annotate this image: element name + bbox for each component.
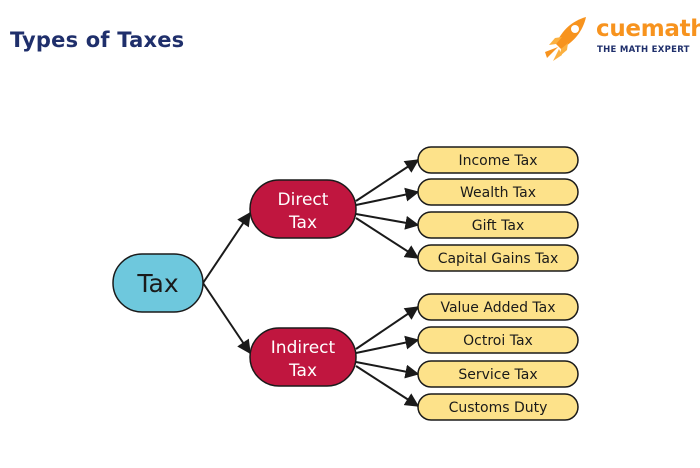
leaf-node-service-tax: Service Tax bbox=[417, 360, 579, 388]
branch-node-label-line1: Direct bbox=[278, 190, 329, 210]
leaf-node-label: Octroi Tax bbox=[463, 333, 533, 349]
arrow-root-to-direct bbox=[202, 211, 251, 284]
leaf-node-income-tax: Income Tax bbox=[417, 146, 579, 174]
leaf-node-capital-gains-tax: Capital Gains Tax bbox=[417, 244, 579, 272]
leaf-node-label: Gift Tax bbox=[472, 218, 524, 234]
logo-tagline: THE MATH EXPERT bbox=[597, 45, 690, 55]
leaf-node-value-added-tax: Value Added Tax bbox=[417, 293, 579, 321]
arrow-direct-to-gift bbox=[355, 213, 420, 230]
leaf-node-label: Wealth Tax bbox=[460, 185, 536, 201]
leaf-node-label: Customs Duty bbox=[449, 400, 548, 416]
root-node-label: Tax bbox=[136, 269, 178, 298]
branch-node-label-line1: Indirect bbox=[271, 338, 336, 358]
rocket-icon bbox=[545, 17, 586, 61]
branch-node-label-line2: Tax bbox=[288, 361, 317, 381]
branch-node-direct-tax: Direct Tax bbox=[249, 179, 357, 239]
branch-node-label-line2: Tax bbox=[288, 213, 317, 233]
connectors bbox=[202, 159, 420, 407]
leaf-node-label: Service Tax bbox=[458, 367, 537, 383]
leaf-node-label: Capital Gains Tax bbox=[438, 251, 559, 267]
arrow-root-to-indirect bbox=[202, 282, 251, 355]
arrow-direct-to-capital-gains bbox=[355, 217, 420, 259]
page-title: Types of Taxes bbox=[10, 28, 185, 52]
arrow-direct-to-income bbox=[355, 159, 420, 202]
logo-brand: cuemath bbox=[596, 16, 700, 42]
arrow-indirect-to-customs bbox=[355, 365, 420, 407]
arrow-indirect-to-octroi bbox=[355, 335, 420, 354]
leaf-node-wealth-tax: Wealth Tax bbox=[417, 178, 579, 206]
leaf-node-label: Income Tax bbox=[458, 153, 537, 169]
root-node-tax: Tax bbox=[112, 253, 204, 313]
arrow-indirect-to-service bbox=[355, 361, 420, 379]
leaf-node-customs-duty: Customs Duty bbox=[417, 393, 579, 421]
arrow-indirect-to-vat bbox=[355, 306, 420, 350]
branch-node-indirect-tax: Indirect Tax bbox=[249, 327, 357, 387]
leaf-node-gift-tax: Gift Tax bbox=[417, 211, 579, 239]
arrow-direct-to-wealth bbox=[355, 187, 420, 206]
leaf-node-octroi-tax: Octroi Tax bbox=[417, 326, 579, 354]
cuemath-logo: cuemath THE MATH EXPERT bbox=[540, 14, 700, 64]
leaf-node-label: Value Added Tax bbox=[440, 300, 555, 316]
